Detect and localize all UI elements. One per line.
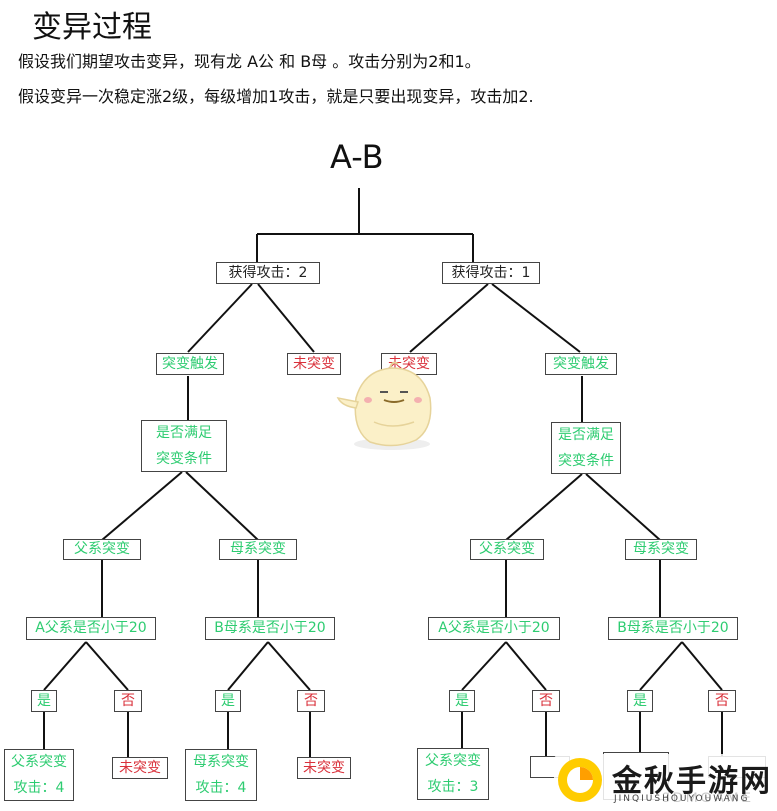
right-condition-line-1: 是否满足 [558, 427, 614, 443]
left-father-check-node: A父系是否小于20 [26, 617, 156, 640]
watermark-subtitle: JINQIUSHOUYOUWANG [614, 794, 750, 804]
left-result-father-line-1: 父系突变 [11, 754, 67, 770]
left-trigger-node: 突变触发 [156, 353, 224, 375]
watermark-brand: 金秋手游网 [612, 764, 772, 799]
left-mother-mutation-node: 母系突变 [219, 539, 297, 560]
left-result-mother-line-2: 攻击：4 [195, 780, 247, 796]
page-title: 变异过程 [32, 10, 152, 45]
left-result-father-line-2: 攻击：4 [13, 780, 65, 796]
right-yes-2-node: 是 [627, 690, 653, 712]
left-condition-line-2: 突变条件 [156, 451, 212, 467]
right-mother-mutation-node: 母系突变 [625, 539, 697, 560]
left-mother-check-node: B母系是否小于20 [205, 617, 335, 640]
left-result-mother-line-1: 母系突变 [193, 754, 249, 770]
assumption-line-1: 假设我们期望攻击变异，现有龙 A公 和 B母 。攻击分别为2和1。 [18, 52, 481, 71]
root-node-label: A-B [330, 138, 384, 176]
right-condition-line-2: 突变条件 [558, 453, 614, 469]
watermark-logo-icon: 3DMGAME [554, 754, 772, 806]
right-no-1-node: 否 [532, 690, 560, 712]
right-mother-check-node: B母系是否小于20 [608, 617, 738, 640]
left-condition-line-1: 是否满足 [156, 425, 212, 441]
left-result-mother-node: 母系突变 攻击：4 [185, 749, 257, 801]
left-yes-2-node: 是 [215, 690, 241, 712]
svg-text:3DMGAME: 3DMGAME [662, 789, 754, 805]
mascot-bird-icon [336, 361, 432, 450]
assumption-line-2: 假设变异一次稳定涨2级，每级增加1攻击，就是只要出现变异，攻击加2. [18, 87, 534, 106]
right-result-father-line-2: 攻击：3 [427, 779, 479, 795]
left-result-no-1-node: 未突变 [112, 757, 168, 779]
left-no-mutation-node: 未突变 [287, 353, 341, 375]
right-trigger-node: 突变触发 [545, 353, 617, 375]
left-no-2-node: 否 [297, 690, 325, 712]
left-result-father-node: 父系突变 攻击：4 [4, 749, 74, 801]
left-result-no-2-node: 未突变 [297, 757, 351, 779]
right-result-father-line-1: 父系突变 [425, 753, 481, 769]
right-father-mutation-node: 父系突变 [470, 539, 544, 560]
left-gain-node: 获得攻击：2 [216, 262, 320, 284]
right-no-2-node: 否 [708, 690, 736, 712]
right-gain-node: 获得攻击：1 [442, 262, 540, 284]
right-result-father-node: 父系突变 攻击：3 [417, 748, 489, 800]
left-no-1-node: 否 [114, 690, 142, 712]
right-father-check-node: A父系是否小于20 [428, 617, 560, 640]
right-condition-node: 是否满足 突变条件 [551, 422, 621, 474]
left-father-mutation-node: 父系突变 [63, 539, 141, 560]
left-yes-1-node: 是 [31, 690, 57, 712]
left-condition-node: 是否满足 突变条件 [141, 420, 227, 472]
right-yes-1-node: 是 [449, 690, 475, 712]
